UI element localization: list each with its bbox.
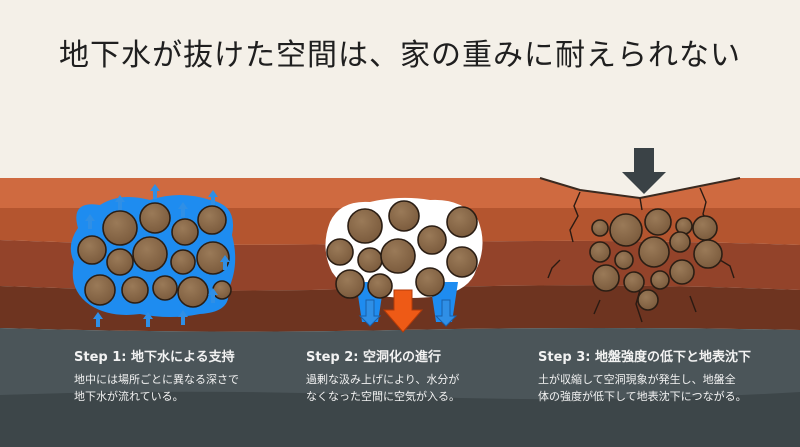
soil-particles-2 (326, 200, 478, 299)
step3-group (547, 148, 735, 323)
up-arrow-icon (85, 184, 230, 327)
soil-particles-3 (589, 208, 723, 311)
bedrock-deep (0, 391, 800, 447)
load-arrow-icon (622, 148, 666, 194)
step1-text-line1: 地中には場所ごとに異なる深さで (74, 373, 239, 386)
down-arrow-icon (358, 299, 458, 327)
step1-caption: Step 1: 地下水による支持 地中には場所ごとに異なる深さで 地下水が流れて… (74, 346, 239, 405)
pressure-arrow-icon (382, 289, 424, 333)
step1-heading: Step 1: 地下水による支持 (74, 350, 235, 365)
step2-group (325, 197, 483, 333)
step2-heading: Step 2: 空洞化の進行 (306, 350, 441, 365)
step2-text-line2: なくなった空間に空気が入る。 (306, 390, 460, 403)
step2-text-line1: 過剰な汲み上げにより、水分が (306, 373, 460, 386)
step3-heading: Step 3: 地盤強度の低下と地表沈下 (538, 350, 751, 365)
soil-particles-1 (77, 202, 232, 308)
step1-group (70, 184, 236, 327)
step3-text-line1: 土が収縮して空洞現象が発生し、地盤全 (538, 373, 736, 386)
step1-text-line2: 地下水が流れている。 (74, 390, 184, 403)
step3-caption: Step 3: 地盤強度の低下と地表沈下 土が収縮して空洞現象が発生し、地盤全 … (538, 346, 751, 405)
step3-text-line2: 体の強度が低下して地表沈下につながる。 (538, 390, 747, 403)
step2-caption: Step 2: 空洞化の進行 過剰な汲み上げにより、水分が なくなった空間に空気… (306, 346, 460, 405)
page-title: 地下水が抜けた空間は、家の重みに耐えられない (59, 38, 741, 73)
